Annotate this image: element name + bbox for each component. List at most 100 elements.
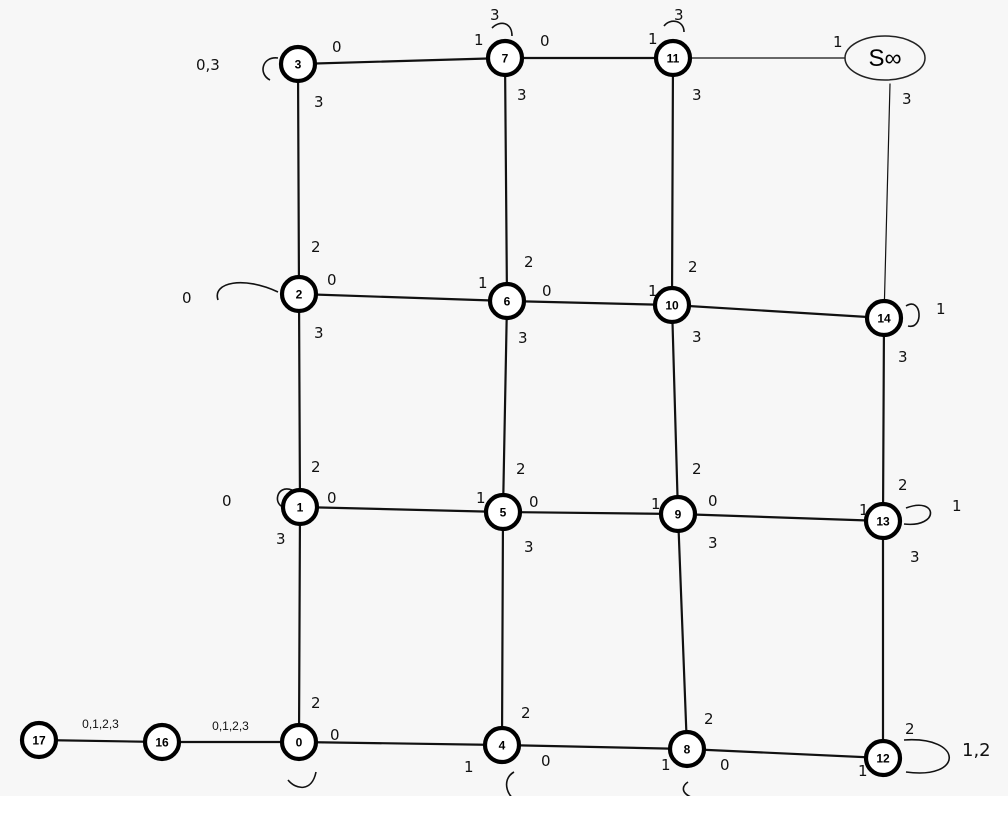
edge-5-9 <box>501 510 680 516</box>
edge-label-16-0: 0,1,2,3 <box>212 719 249 733</box>
port-label: 2 <box>516 460 526 478</box>
node-14: 14 <box>864 298 904 338</box>
port-label: 3 <box>692 86 702 104</box>
node-8: 8 <box>667 729 707 769</box>
self-loop-13 <box>903 504 932 526</box>
self-loop-label-8: 2 <box>702 812 712 830</box>
port-label: 1 <box>661 756 671 774</box>
node-label-1: 1 <box>297 501 304 515</box>
node-3: 3 <box>278 44 318 84</box>
node-label-14: 14 <box>877 312 891 326</box>
node-5: 5 <box>483 492 523 532</box>
port-label: 1 <box>651 495 661 513</box>
port-label: 2 <box>311 694 321 712</box>
edge-8-12 <box>685 747 885 760</box>
node-circle-1 <box>280 487 320 527</box>
edge-4-5 <box>500 510 505 747</box>
port-label: 1 <box>859 501 869 519</box>
node-circle-7 <box>485 38 525 78</box>
port-label: 3 <box>902 90 912 108</box>
edge-3-7 <box>296 56 507 66</box>
edge-1-5 <box>298 505 505 514</box>
self-loop-label-1: 0 <box>222 492 232 510</box>
node-circle-16 <box>142 722 182 762</box>
port-label: 3 <box>708 534 718 552</box>
node-circle-13 <box>863 501 903 541</box>
node-circle-4 <box>482 725 522 765</box>
node-9: 9 <box>658 494 698 534</box>
node-label-13: 13 <box>876 515 890 529</box>
self-loop-2 <box>216 281 279 301</box>
node-s: S∞ <box>844 35 926 81</box>
edge-9-10 <box>670 303 680 516</box>
self-loop-label-13: 1 <box>952 497 962 515</box>
port-label: 0 <box>542 282 552 300</box>
node-label-5: 5 <box>500 506 507 520</box>
port-label: 0 <box>708 492 718 510</box>
node-circle-11 <box>653 38 693 78</box>
edge-9-13 <box>676 512 885 523</box>
node-7: 7 <box>485 38 525 78</box>
node-label-10: 10 <box>665 299 679 313</box>
node-circle-5 <box>483 492 523 532</box>
edge-0-1 <box>297 505 302 744</box>
edge-10-11 <box>670 56 675 307</box>
self-loops-layer <box>216 20 950 803</box>
self-loop-label-0: 0,2 <box>306 810 335 831</box>
port-label: 2 <box>905 720 915 738</box>
node-circle-10 <box>652 285 692 325</box>
port-label: 1 <box>474 31 484 49</box>
port-label: 1 <box>648 282 658 300</box>
node-label-7: 7 <box>502 52 509 66</box>
port-label: 3 <box>524 538 534 556</box>
edges-layer <box>37 56 891 760</box>
self-loop-12 <box>903 739 950 774</box>
node-12: 12 <box>863 738 903 778</box>
edge-13-14 <box>881 316 886 523</box>
edge-0-4 <box>297 740 504 747</box>
node-circle-3 <box>278 44 318 84</box>
node-1: 1 <box>280 487 320 527</box>
port-label: 0 <box>332 38 342 56</box>
edge-6-7 <box>503 56 509 303</box>
edge-17-16 <box>37 738 164 744</box>
self-loop-0 <box>287 771 317 789</box>
port-label: 3 <box>276 530 286 548</box>
self-loop-label-2: 0 <box>182 289 192 307</box>
port-label: 2 <box>704 710 714 728</box>
edge-4-8 <box>500 743 689 751</box>
edge-2-6 <box>297 292 509 303</box>
node-11: 11 <box>653 38 693 78</box>
port-label: 0 <box>330 726 340 744</box>
port-label: 0 <box>327 489 337 507</box>
node-label-16: 16 <box>155 736 169 750</box>
port-label: 2 <box>524 253 534 271</box>
edge-label-17-16: 0,1,2,3 <box>82 717 119 731</box>
port-label: 3 <box>314 324 324 342</box>
node-label-9: 9 <box>675 508 682 522</box>
self-loop-4 <box>505 771 521 803</box>
port-label: 3 <box>692 328 702 346</box>
node-circle-0 <box>279 722 319 762</box>
self-loop-11 <box>663 20 685 33</box>
node-label-2: 2 <box>296 288 303 302</box>
port-label: 3 <box>518 329 528 347</box>
port-label: 1 <box>478 274 488 292</box>
node-label-12: 12 <box>876 752 890 766</box>
self-loop-label-3: 0,3 <box>196 56 220 74</box>
port-label: 2 <box>898 476 908 494</box>
node-label-0: 0 <box>296 736 303 750</box>
port-label: 2 <box>311 238 321 256</box>
port-label: 0 <box>720 756 730 774</box>
self-loop-7 <box>491 22 513 37</box>
self-loop-14 <box>905 303 920 327</box>
port-label: 2 <box>311 458 321 476</box>
port-label: 3 <box>898 348 908 366</box>
port-label: 1 <box>858 762 868 780</box>
node-circle-6 <box>487 281 527 321</box>
edge-1-2 <box>297 292 302 509</box>
node-6: 6 <box>487 281 527 321</box>
edge-10-14 <box>670 303 886 320</box>
